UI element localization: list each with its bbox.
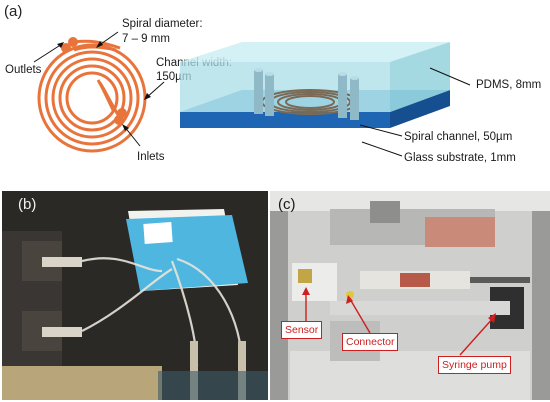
connector-label: Connector [342,333,399,351]
channel-width-arrow [144,81,165,100]
spiral-diameter-arrow [96,31,119,48]
pdms-label: PDMS, 8mm [476,79,542,91]
chip-3d-illustration [180,42,471,157]
inlets-label: Inlets [137,151,165,163]
panel-b-letter: (b) [18,196,37,213]
panel-c-letter: (c) [278,196,296,213]
spiral-diameter-value: 7 – 9 mm [122,33,170,45]
panel-c-callout-arrows [302,287,496,356]
panel-b-photo-art [2,191,268,400]
glass-substrate-label: Glass substrate, 1mm [404,152,516,164]
panel-c-photo-art [270,191,550,400]
syringe-pump-label: Syringe pump [438,356,511,374]
panel-a-letter: (a) [4,3,23,20]
spiral-channel-label: Spiral channel, 50µm [404,131,513,143]
sensor-label: Sensor [281,321,323,339]
outlets-label: Outlets [5,64,42,76]
spiral-diameter-label: Spiral diameter: [122,18,203,30]
outlets-arrow [33,42,64,63]
inlets-arrow [122,124,141,147]
panel-b-photo [2,191,268,400]
spiral-chip-diagram [37,37,147,153]
